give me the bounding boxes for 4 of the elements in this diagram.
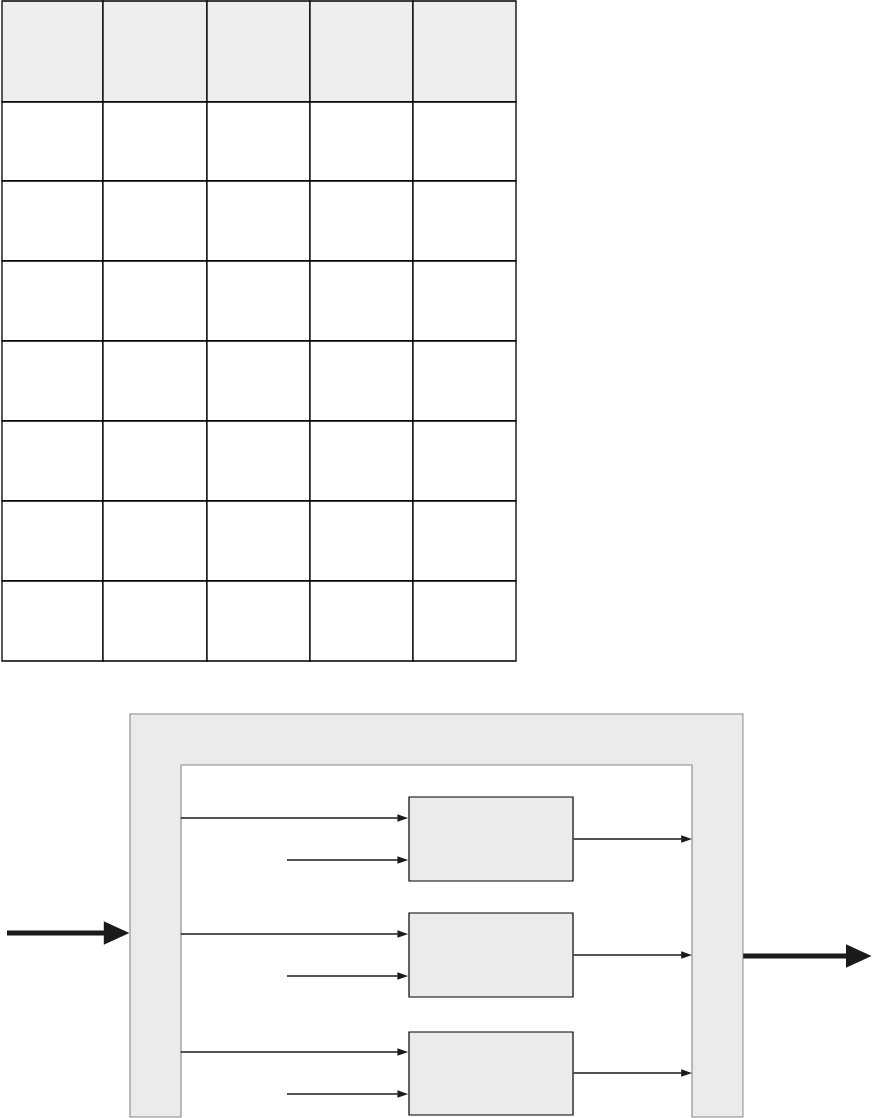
process-box — [408, 912, 574, 998]
process-box — [408, 1031, 574, 1116]
process-box — [408, 796, 574, 882]
frame — [129, 713, 744, 1118]
